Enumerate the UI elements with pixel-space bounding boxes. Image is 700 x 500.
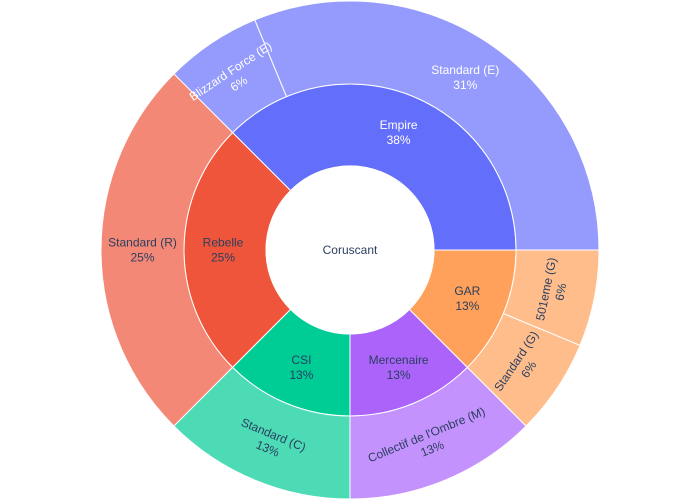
segment-standard-e[interactable] [254,0,600,251]
svg-text:38%: 38% [387,133,411,147]
svg-text:13%: 13% [289,368,313,382]
root-node[interactable] [265,165,435,335]
svg-text:GAR: GAR [454,284,480,298]
svg-text:Rebelle: Rebelle [203,236,244,250]
svg-text:13%: 13% [455,299,479,313]
label-standard-r: Standard (R)25% [108,236,177,265]
svg-text:Standard (R): Standard (R) [108,236,177,250]
svg-text:Empire: Empire [380,118,418,132]
segment-501eme-g[interactable] [502,249,600,346]
svg-text:6%: 6% [552,282,569,302]
svg-text:25%: 25% [211,251,235,265]
svg-text:25%: 25% [130,251,154,265]
root-label: Coruscant [323,243,378,257]
sunburst-segments [100,0,600,500]
svg-text:31%: 31% [453,78,477,92]
label-standard-e: Standard (E)31% [431,63,499,92]
svg-text:Standard (E): Standard (E) [431,63,499,77]
svg-text:CSI: CSI [291,353,311,367]
svg-text:13%: 13% [387,368,411,382]
svg-text:Mercenaire: Mercenaire [369,353,429,367]
segment-standard-r[interactable] [100,73,234,427]
